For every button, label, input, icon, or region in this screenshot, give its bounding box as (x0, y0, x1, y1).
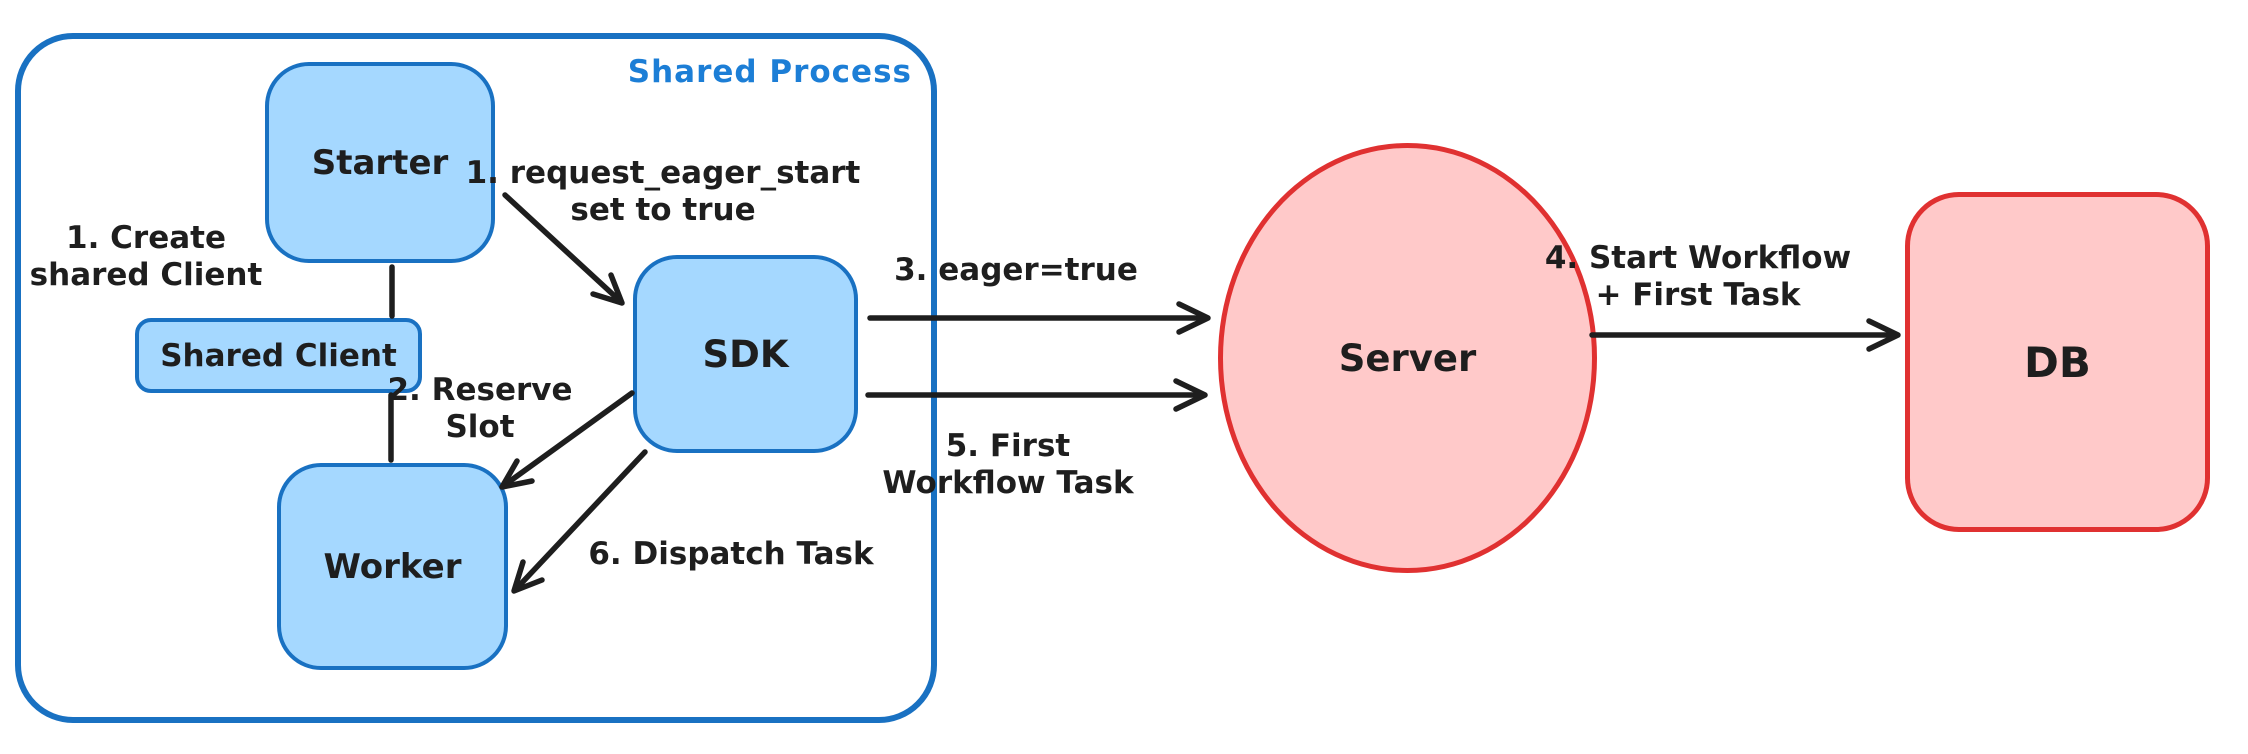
label-first-workflow-task-line1: 5. First (945, 428, 1071, 464)
label-eager-true-line1: 3. eager=true (894, 252, 1138, 288)
label-dispatch-task-line1: 6. Dispatch Task (588, 536, 874, 572)
shared-process-group (15, 33, 937, 723)
label-eager-true: 3. eager=true (894, 252, 1138, 289)
node-sdk-label: SDK (702, 332, 789, 376)
label-reserve-slot-line2: Slot (445, 409, 515, 445)
node-shared-client: Shared Client (135, 318, 422, 393)
node-db: DB (1905, 192, 2210, 532)
node-worker-label: Worker (323, 546, 462, 587)
node-server: Server (1218, 143, 1597, 573)
label-first-workflow-task: 5. First Workflow Task (882, 428, 1133, 502)
node-shared-client-label: Shared Client (160, 337, 397, 374)
label-start-workflow-line1: 4. Start Workflow (1544, 240, 1852, 276)
node-server-label: Server (1338, 336, 1477, 380)
label-first-workflow-task-line2: Workflow Task (882, 465, 1134, 501)
label-reserve-slot: 2. Reserve Slot (387, 372, 572, 446)
node-db-label: DB (2024, 337, 2091, 387)
label-start-workflow: 4. Start Workflow + First Task (1545, 240, 1851, 314)
node-sdk: SDK (633, 255, 858, 453)
shared-process-label: Shared Process (627, 54, 912, 90)
label-create-shared-client-line2: shared Client (29, 257, 263, 293)
label-dispatch-task: 6. Dispatch Task (588, 536, 873, 573)
node-starter-label: Starter (311, 142, 449, 183)
label-request-eager-start: 1. request_eager_start set to true (466, 155, 861, 229)
label-create-shared-client: 1. Create shared Client (30, 220, 263, 294)
label-request-eager-start-line1: 1. request_eager_start (465, 155, 861, 191)
node-starter: Starter (265, 62, 495, 263)
label-request-eager-start-line2: set to true (570, 192, 756, 228)
label-reserve-slot-line1: 2. Reserve (387, 372, 573, 408)
arrow-start-workflow (1589, 318, 1901, 352)
label-create-shared-client-line1: 1. Create (66, 220, 226, 256)
node-worker: Worker (277, 463, 508, 670)
label-start-workflow-line2: + First Task (1595, 277, 1801, 313)
